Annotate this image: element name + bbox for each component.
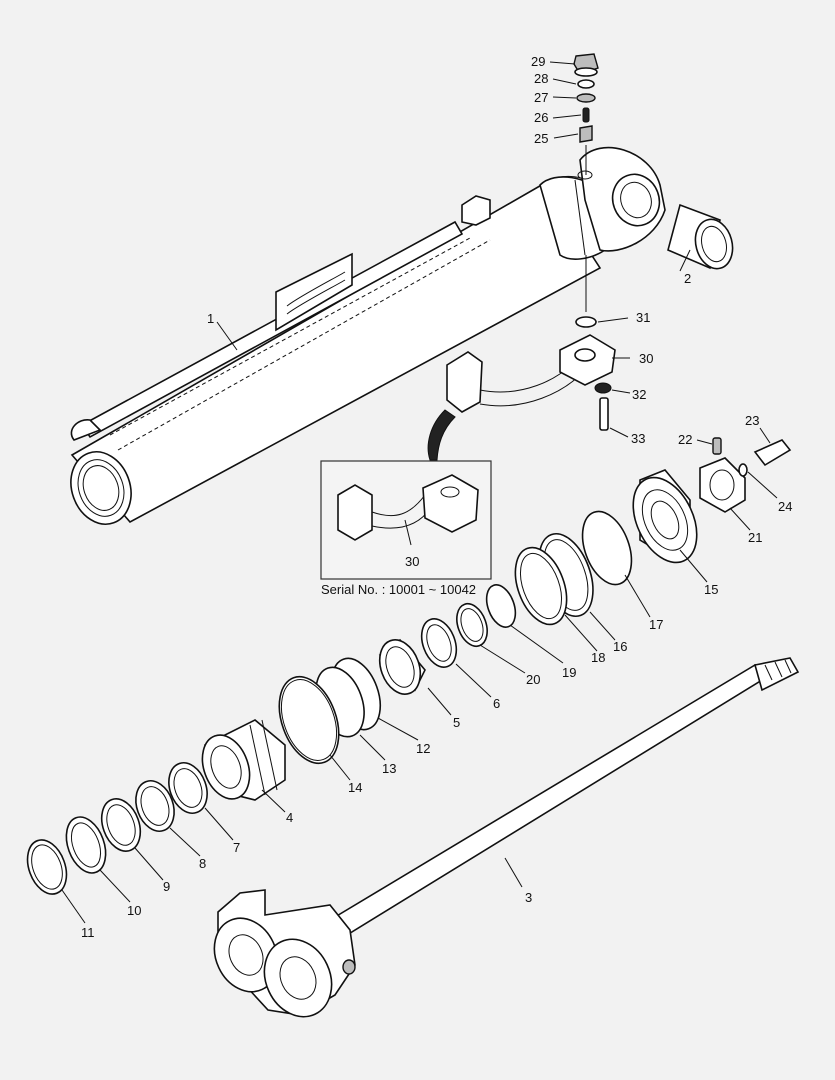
callout-9: 9 xyxy=(163,879,170,894)
callout-4: 4 xyxy=(286,810,293,825)
callout-3: 3 xyxy=(525,890,532,905)
inset-caption: Serial No. : 10001 ~ 10042 xyxy=(321,582,476,597)
serial-inset: 30 Serial No. : 10001 ~ 10042 xyxy=(320,460,492,597)
callout-1: 1 xyxy=(207,311,214,326)
callout-16: 16 xyxy=(613,639,627,654)
callout-24: 24 xyxy=(778,499,792,514)
callout-22: 22 xyxy=(678,432,692,447)
callout-19: 19 xyxy=(562,665,576,680)
callout-10: 10 xyxy=(127,903,141,918)
callout-8: 8 xyxy=(199,856,206,871)
callout-13: 13 xyxy=(382,761,396,776)
callout-15: 15 xyxy=(704,582,718,597)
callout-28: 28 xyxy=(534,71,548,86)
pipe-assembly xyxy=(427,316,616,461)
piston-nut-group xyxy=(632,437,792,564)
callout-labels: 1 2 3 4 5 6 7 8 9 10 11 12 13 14 15 16 1… xyxy=(81,54,792,940)
grease-fittings xyxy=(573,53,599,312)
inset-part-label: 30 xyxy=(405,554,419,569)
callout-29: 29 xyxy=(531,54,545,69)
callout-5: 5 xyxy=(453,715,460,730)
callout-12: 12 xyxy=(416,741,430,756)
callout-31: 31 xyxy=(636,310,650,325)
callout-14: 14 xyxy=(348,780,362,795)
callout-33: 33 xyxy=(631,431,645,446)
seal-rings xyxy=(278,510,633,765)
callout-27: 27 xyxy=(534,90,548,105)
callout-7: 7 xyxy=(233,840,240,855)
piston-rod-3 xyxy=(213,657,800,1018)
gland-rings xyxy=(26,762,208,895)
callout-25: 25 xyxy=(534,131,548,146)
callout-21: 21 xyxy=(748,530,762,545)
callout-20: 20 xyxy=(526,672,540,687)
callout-18: 18 xyxy=(591,650,605,665)
rod-gland-4 xyxy=(201,719,286,801)
callout-6: 6 xyxy=(493,696,500,711)
cylinder-tube xyxy=(70,146,666,525)
leader-lines xyxy=(61,61,778,924)
callout-23: 23 xyxy=(745,413,759,428)
callout-11: 11 xyxy=(81,925,95,940)
callout-17: 17 xyxy=(649,617,663,632)
callout-32: 32 xyxy=(632,387,646,402)
callout-30: 30 xyxy=(639,351,653,366)
bushing-2 xyxy=(667,203,734,270)
callout-26: 26 xyxy=(534,110,548,125)
callout-2: 2 xyxy=(684,271,691,286)
